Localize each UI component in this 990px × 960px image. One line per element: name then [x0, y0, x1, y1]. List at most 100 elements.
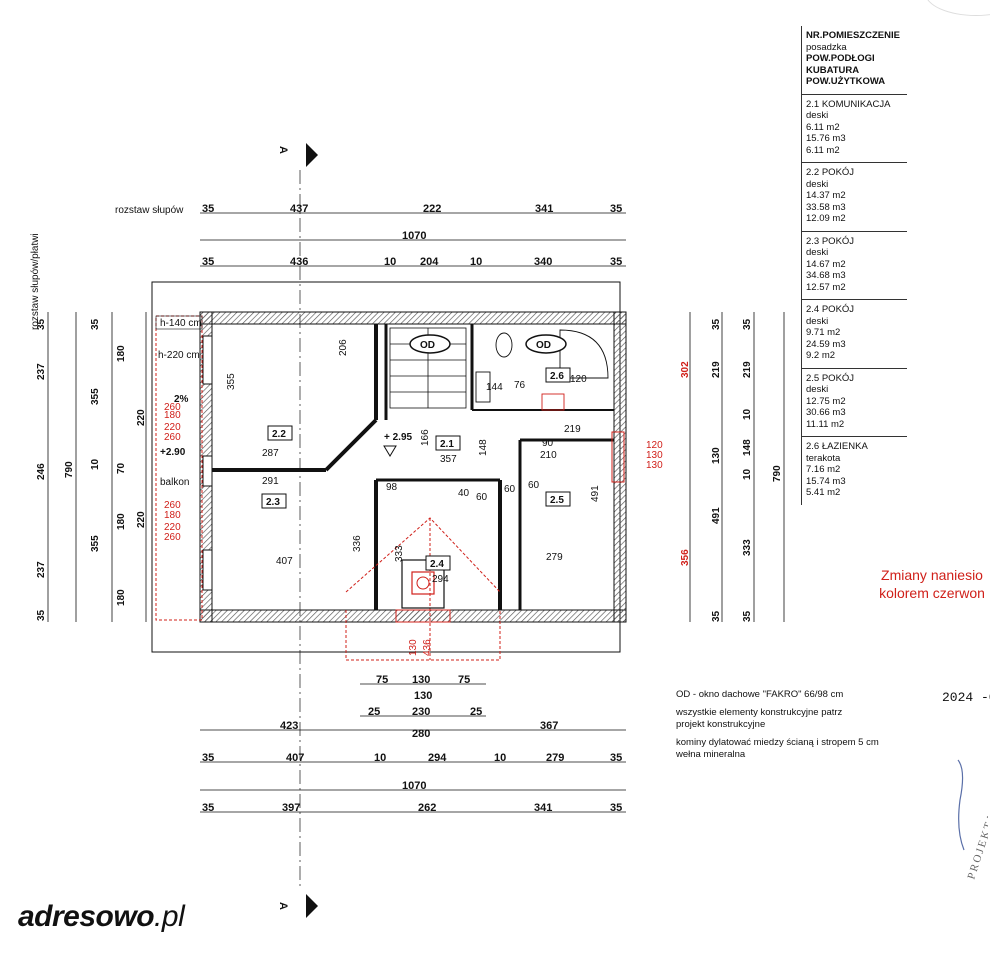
svg-text:2.3: 2.3	[266, 497, 280, 508]
svg-text:OD: OD	[536, 340, 551, 351]
designer-stamp: PROJEKTANT	[944, 740, 990, 890]
svg-text:260: 260	[164, 532, 181, 543]
red-window-right	[611, 431, 625, 483]
svg-text:70: 70	[116, 462, 127, 474]
svg-text:2.6: 2.6	[550, 371, 564, 382]
svg-text:341: 341	[535, 203, 553, 215]
svg-text:166: 166	[420, 429, 431, 446]
svg-text:437: 437	[290, 203, 308, 215]
svg-text:436: 436	[422, 639, 433, 656]
plan-notes: OD - okno dachowe "FAKRO" 66/98 cm wszys…	[676, 689, 916, 767]
svg-text:60: 60	[476, 492, 488, 503]
svg-text:260: 260	[164, 432, 181, 443]
svg-text:1070: 1070	[402, 780, 426, 792]
left-dimension-columns: 237 246 237 35 790 35 355 10 355 35 180 …	[36, 312, 147, 622]
note-chimney: kominy dylatować miedzy ścianą i stropem…	[676, 737, 879, 760]
svg-text:76: 76	[514, 380, 526, 391]
svg-text:790: 790	[64, 461, 75, 478]
svg-text:279: 279	[546, 752, 564, 764]
svg-text:220: 220	[136, 409, 147, 426]
svg-text:10: 10	[90, 458, 101, 470]
svg-text:35: 35	[202, 802, 214, 814]
svg-text:25: 25	[470, 706, 482, 718]
svg-text:120: 120	[570, 374, 587, 385]
svg-text:260: 260	[164, 500, 181, 511]
bathroom-fixtures	[475, 329, 609, 411]
svg-text:75: 75	[376, 674, 388, 686]
dormer-red-outline	[345, 517, 501, 661]
svg-text:294: 294	[428, 752, 447, 764]
svg-text:180: 180	[164, 510, 181, 521]
svg-text:2.5: 2.5	[550, 495, 564, 506]
svg-text:10: 10	[742, 468, 753, 480]
svg-text:356: 356	[680, 549, 691, 566]
svg-text:10: 10	[384, 256, 396, 268]
section-label: A	[277, 902, 289, 910]
svg-text:10: 10	[494, 752, 506, 764]
svg-text:341: 341	[534, 802, 552, 814]
chimney	[395, 559, 451, 623]
annotations: h-140 cm h-220 cm 2% +2.90 balkon + 2.95	[155, 315, 413, 488]
svg-text:35: 35	[610, 802, 622, 814]
changes-note: Zmiany naniesio kolorem czerwon	[879, 567, 985, 601]
svg-text:90: 90	[542, 438, 554, 449]
svg-text:35: 35	[711, 318, 722, 330]
svg-text:367: 367	[540, 720, 558, 732]
svg-text:237: 237	[36, 561, 47, 578]
svg-text:206: 206	[338, 339, 349, 356]
top-dimension-rows: 35 437 222 341 35 1070 35 436 10 204 10 …	[200, 203, 626, 268]
svg-text:130: 130	[711, 447, 722, 464]
svg-text:35: 35	[36, 609, 47, 621]
svg-text:355: 355	[90, 388, 101, 405]
svg-text:120: 120	[646, 440, 663, 451]
room-inner-dimensions: 206 287 291 407 355 336 333 279 491 357 …	[226, 339, 601, 585]
svg-text:260: 260	[164, 402, 181, 413]
column-spacing-vertical-label: rozstaw słupów/płatwi	[30, 233, 41, 330]
legend-header: NR.POMIESZCZENIE posadzka POW.PODŁOGI KU…	[801, 26, 907, 95]
svg-text:h-140 cm: h-140 cm	[160, 318, 202, 329]
svg-text:219: 219	[742, 361, 753, 378]
svg-text:130: 130	[646, 460, 663, 471]
svg-text:333: 333	[742, 539, 753, 556]
svg-text:491: 491	[590, 485, 601, 502]
svg-text:2.4: 2.4	[430, 559, 444, 570]
svg-text:220: 220	[164, 422, 181, 433]
svg-text:180: 180	[164, 410, 181, 421]
svg-text:40: 40	[458, 488, 470, 499]
svg-text:148: 148	[742, 439, 753, 456]
svg-text:1070: 1070	[402, 230, 426, 242]
svg-text:262: 262	[418, 802, 436, 814]
outer-walls	[199, 311, 627, 623]
svg-text:35: 35	[202, 752, 214, 764]
svg-text:+ 2.95: + 2.95	[384, 432, 413, 443]
svg-text:491: 491	[711, 507, 722, 524]
section-label: A	[277, 146, 289, 154]
svg-text:287: 287	[262, 448, 279, 459]
svg-text:357: 357	[440, 454, 457, 465]
svg-text:98: 98	[386, 482, 398, 493]
svg-text:35: 35	[742, 318, 753, 330]
svg-text:204: 204	[420, 256, 439, 268]
bottom-dimension-rows: 75 130 75 130 25 230 25 423 367 280 35 4…	[200, 674, 626, 814]
svg-text:10: 10	[374, 752, 386, 764]
svg-text:219: 219	[564, 424, 581, 435]
roof-window-od-1: OD	[409, 334, 451, 354]
svg-text:PROJEKTANT: PROJEKTANT	[965, 793, 988, 881]
svg-text:2.2: 2.2	[272, 429, 286, 440]
brand-logo[interactable]: adresowo.pl	[18, 900, 185, 933]
svg-text:436: 436	[290, 256, 308, 268]
svg-text:280: 280	[412, 728, 430, 740]
date-stamp: 2024 -0	[942, 690, 990, 705]
balcony-windows	[202, 335, 213, 591]
svg-text:35: 35	[610, 256, 622, 268]
roof-window-od-2: OD	[525, 334, 567, 354]
svg-text:336: 336	[352, 535, 363, 552]
svg-text:294: 294	[432, 574, 449, 585]
svg-text:180: 180	[116, 513, 127, 530]
svg-text:75: 75	[458, 674, 470, 686]
svg-text:219: 219	[711, 361, 722, 378]
svg-text:180: 180	[116, 589, 127, 606]
